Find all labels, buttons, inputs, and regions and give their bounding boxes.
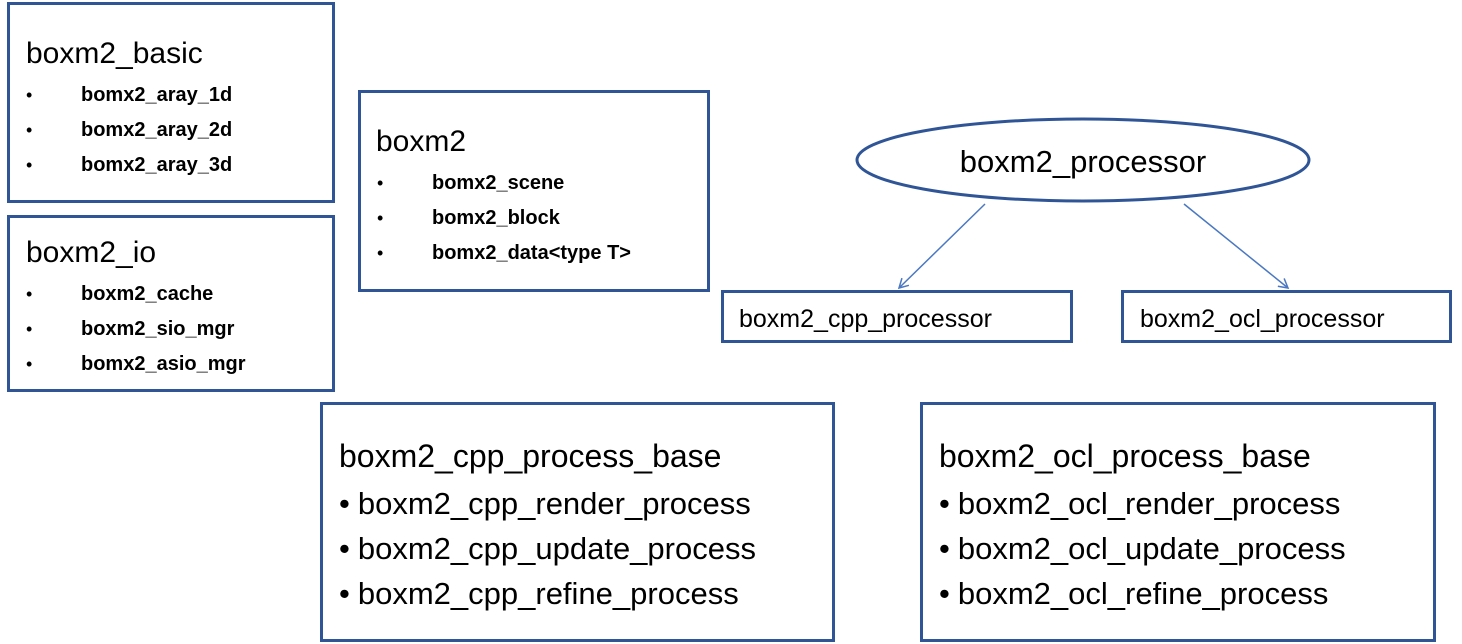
boxm2-core-title: boxm2 <box>376 125 467 158</box>
list-item: •boxm2_ocl_render_process <box>939 481 1346 526</box>
list-item-text: boxm2_cpp_update_process <box>357 531 756 566</box>
cpp-processor-label: boxm2_cpp_processor <box>739 305 992 333</box>
arrow-to-ocl-processor <box>1183 203 1290 289</box>
bullet-glyph: • <box>339 531 350 566</box>
list-item-text: bomx2_block <box>432 207 560 229</box>
list-item-text: bomx2_asio_mgr <box>81 353 246 375</box>
list-item: •boxm2_ocl_update_process <box>939 526 1346 571</box>
ocl-process-base-box: boxm2_ocl_process_base •boxm2_ocl_render… <box>920 402 1436 642</box>
list-item-text: boxm2_sio_mgr <box>81 318 235 340</box>
list-item: •boxm2_cpp_render_process <box>339 481 756 526</box>
list-item: •boxm2_ocl_refine_process <box>939 571 1346 616</box>
cpp-process-base-title: boxm2_cpp_process_base <box>339 438 722 474</box>
boxm2-io-box: boxm2_io • boxm2_cache • boxm2_sio_mgr • bo… <box>7 215 335 392</box>
cpp-process-base-box: boxm2_cpp_process_base •boxm2_cpp_render… <box>320 402 835 642</box>
ocl-process-list: •boxm2_ocl_render_process •boxm2_ocl_upd… <box>939 481 1346 616</box>
boxm2-basic-title: boxm2_basic <box>26 37 203 70</box>
list-item: •boxm2_cpp_update_process <box>339 526 756 571</box>
bullet-glyph: • <box>939 486 950 521</box>
list-item: •boxm2_cpp_refine_process <box>339 571 756 616</box>
list-item-text: boxm2_ocl_render_process <box>957 486 1341 521</box>
bullet-glyph: • <box>377 208 384 228</box>
arrow-to-cpp-processor <box>897 203 986 290</box>
boxm2-core-box: boxm2 • bomx2_scene • bomx2_block • bomx2_d… <box>358 90 710 292</box>
list-item-text: bomx2_aray_2d <box>81 119 233 141</box>
list-item-text: bomx2_aray_3d <box>81 154 233 176</box>
ocl-process-base-title: boxm2_ocl_process_base <box>939 438 1311 474</box>
bullet-glyph: • <box>26 319 33 339</box>
list-item-text: boxm2_cpp_render_process <box>357 486 751 521</box>
list-item-text: boxm2_cache <box>81 283 214 305</box>
bullet-glyph: • <box>939 576 950 611</box>
list-item-text: bomx2_scene <box>432 172 565 194</box>
list-item-text: bomx2_data<type T> <box>432 242 631 264</box>
boxm2-io-title: boxm2_io <box>26 236 157 269</box>
boxm2-basic-box: boxm2_basic • bomx2_aray_1d • bomx2_aray_2… <box>7 2 335 203</box>
processor-label: boxm2_processor <box>960 144 1206 179</box>
bullet-glyph: • <box>939 531 950 566</box>
bullet-glyph: • <box>26 354 33 374</box>
bullet-glyph: • <box>26 284 33 304</box>
list-item-text: boxm2_ocl_refine_process <box>957 576 1329 611</box>
bullet-glyph: • <box>339 486 350 521</box>
bullet-glyph: • <box>339 576 350 611</box>
list-item-text: bomx2_aray_1d <box>81 84 233 106</box>
cpp-processor-box: boxm2_cpp_processor <box>721 290 1073 343</box>
ocl-processor-box: boxm2_ocl_processor <box>1121 290 1452 343</box>
bullet-glyph: • <box>26 85 33 105</box>
bullet-glyph: • <box>377 173 384 193</box>
ocl-processor-label: boxm2_ocl_processor <box>1140 305 1385 333</box>
processor-ellipse <box>855 117 1311 203</box>
cpp-process-list: •boxm2_cpp_render_process •boxm2_cpp_upd… <box>339 481 756 616</box>
bullet-glyph: • <box>377 243 384 263</box>
bullet-glyph: • <box>26 120 33 140</box>
list-item-text: boxm2_ocl_update_process <box>957 531 1346 566</box>
list-item-text: boxm2_cpp_refine_process <box>357 576 739 611</box>
bullet-glyph: • <box>26 155 33 175</box>
